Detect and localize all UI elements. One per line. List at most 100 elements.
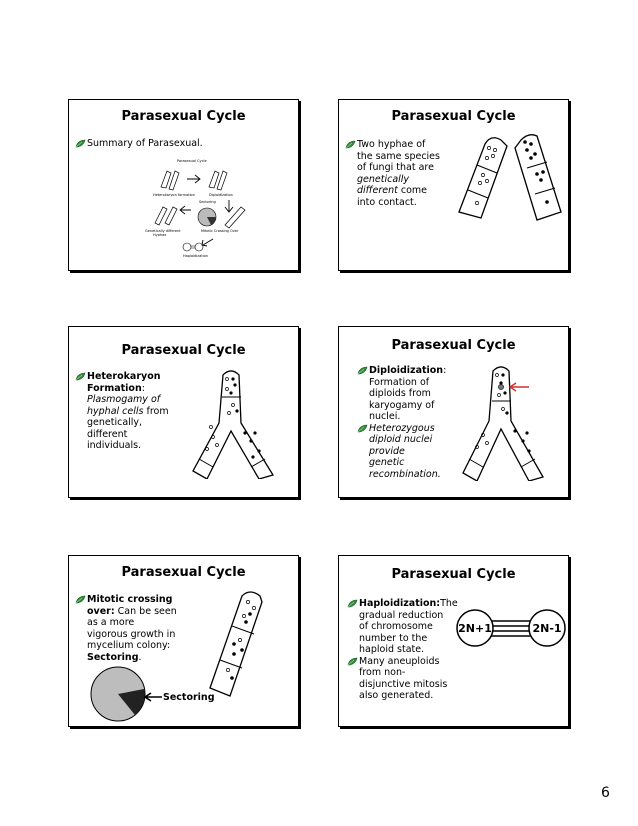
- haploid-circle-left: [182, 242, 192, 252]
- text-line: karyogamy of: [369, 399, 435, 411]
- hollow-nuclei: [226, 600, 256, 672]
- colon: :: [443, 365, 447, 376]
- arrow-down-icon: [224, 200, 234, 213]
- text-line: of chromosome: [359, 621, 433, 632]
- diploidization-label: Diploidization: [209, 193, 233, 197]
- text-line: The: [440, 598, 458, 609]
- arrow-upleft-icon: [201, 238, 214, 247]
- hyphae-label: Hyphae: [153, 233, 166, 237]
- sector-slice: [207, 217, 216, 225]
- italic-line: diploid nuclei: [369, 434, 433, 445]
- haploidization-figure: 2N+1 2N-1: [456, 609, 566, 647]
- heterokaryon-figure: [192, 370, 275, 479]
- text-line: disjunctive mitosis: [359, 678, 448, 690]
- text-line: diploids from: [369, 388, 431, 399]
- bold-line: Sectoring: [87, 651, 139, 663]
- filled-nuclei: [499, 373, 531, 453]
- text-line: number to the: [359, 632, 428, 644]
- bold-line: Diploidization: [369, 365, 444, 376]
- hollow-nuclei: [475, 373, 505, 449]
- leaf-bullet-icon: [75, 139, 86, 148]
- heterokaryon-hyphae-icon: [160, 170, 180, 191]
- slide-title: Parasexual Cycle: [391, 338, 516, 353]
- text-line: from: [143, 405, 169, 417]
- bullet-item: Haploidization:The gradual reduction of …: [347, 598, 458, 656]
- slide-body: Two hyphae of the same species of fungi …: [345, 139, 455, 208]
- slide-2: Parasexual Cycle Two hyphae of the same …: [338, 99, 569, 271]
- slide-body: Mitotic crossing over: Can be seen as a …: [75, 594, 195, 663]
- italic-line: Plasmogamy of: [87, 394, 161, 405]
- right-nucleus-circle: [528, 609, 566, 647]
- text-line: Formation of: [369, 376, 430, 388]
- italic-line: recombination.: [369, 468, 441, 480]
- bold-line: over:: [87, 605, 115, 617]
- text-line: come: [397, 185, 428, 196]
- left-circle-label: 2N+1: [458, 622, 492, 635]
- bullet-item: Diploidization: Formation of diploids fr…: [357, 365, 467, 423]
- bullet-item: Mitotic crossing over: Can be seen as a …: [75, 594, 195, 663]
- leaf-bullet-icon: [357, 366, 368, 375]
- bold-line: Haploidization:: [359, 598, 441, 609]
- slide-body: Summary of Parasexual.: [75, 138, 255, 150]
- filled-nuclei: [229, 377, 261, 459]
- text-line: genetically,: [87, 417, 143, 428]
- text-line: nuclei.: [369, 411, 401, 422]
- slide-body: Haploidization:The gradual reduction of …: [347, 598, 458, 702]
- sectoring-label: Sectoring: [163, 692, 215, 703]
- italic-line: different: [357, 185, 398, 196]
- slide-4: Parasexual Cycle Diploidization: Formati…: [338, 326, 569, 498]
- mitotic-label: Mitotic Crossing Over: [201, 229, 239, 233]
- parasexual-summary-diagram: Parasexual Cycle Heterokaryon formation …: [145, 159, 246, 258]
- diagram-title: Parasexual Cycle: [177, 159, 207, 163]
- page-number: 6: [601, 785, 610, 801]
- leaf-bullet-icon: [357, 424, 368, 432]
- slide-title: Parasexual Cycle: [391, 567, 516, 582]
- right-hypha: [514, 134, 562, 221]
- leaf-bullet-icon: [75, 372, 86, 381]
- text-line: individuals.: [87, 440, 142, 451]
- text-line: Two hyphae of: [357, 139, 426, 150]
- leaf-bullet-icon: [347, 599, 358, 608]
- slide-5: Parasexual Cycle Mitotic crossing over: …: [68, 555, 299, 727]
- slide-title: Parasexual Cycle: [121, 343, 246, 358]
- right-circle-label: 2N-1: [532, 622, 561, 635]
- text-line: of fungi that are: [357, 162, 434, 173]
- sector-slice: [118, 689, 145, 715]
- diploid-hyphae-icon: [208, 170, 228, 191]
- diploidization-figure: [462, 366, 544, 481]
- text-line: different: [87, 428, 128, 440]
- bold-line: Formation: [87, 382, 142, 394]
- text-line: Can be seen: [114, 605, 177, 617]
- filled-nuclei: [230, 612, 252, 680]
- arrow-right-icon: [187, 174, 201, 184]
- hollow-nuclei: [475, 146, 497, 205]
- text-line: Many aneuploids: [359, 655, 440, 667]
- leaf-bullet-icon: [345, 140, 356, 149]
- bullet-item: Two hyphae of the same species of fungi …: [345, 139, 455, 208]
- sectoring-label: Sectoring: [199, 200, 216, 204]
- text-line: gradual reduction: [359, 609, 444, 621]
- hollow-nuclei: [205, 377, 235, 451]
- text-line: haploid state.: [359, 644, 425, 655]
- different-hyphae-icon: [154, 206, 178, 226]
- italic-line: genetic: [369, 457, 405, 468]
- text-line: vigorous growth in: [87, 628, 176, 640]
- diploid-nucleus: [498, 384, 504, 390]
- slide-body: Heterokaryon Formation: Plasmogamy of hy…: [75, 371, 187, 452]
- italic-line: genetically: [357, 173, 410, 185]
- left-nucleus-circle: [456, 609, 494, 647]
- text-line: the same species: [357, 150, 440, 162]
- slide-body: Diploidization: Formation of diploids fr…: [357, 365, 467, 480]
- bold-line: Heterokaryon: [87, 371, 161, 382]
- slide-1: Parasexual Cycle Summary of Parasexual. …: [68, 99, 299, 271]
- text-line: into contact.: [357, 196, 417, 208]
- fused-hypha: [192, 370, 275, 479]
- two-hyphae-figure: [458, 134, 562, 221]
- italic-line: provide: [369, 445, 405, 457]
- bullet-item: Many aneuploids from non- disjunctive mi…: [347, 656, 457, 702]
- heterokaryon-label: Heterokaryon formation: [153, 193, 195, 197]
- slide-title: Parasexual Cycle: [121, 109, 246, 124]
- genetically-label: Genetically different: [145, 229, 181, 233]
- red-arrow-icon: [508, 382, 529, 392]
- bullet-item: Heterozygous diploid nuclei provide gene…: [357, 423, 467, 481]
